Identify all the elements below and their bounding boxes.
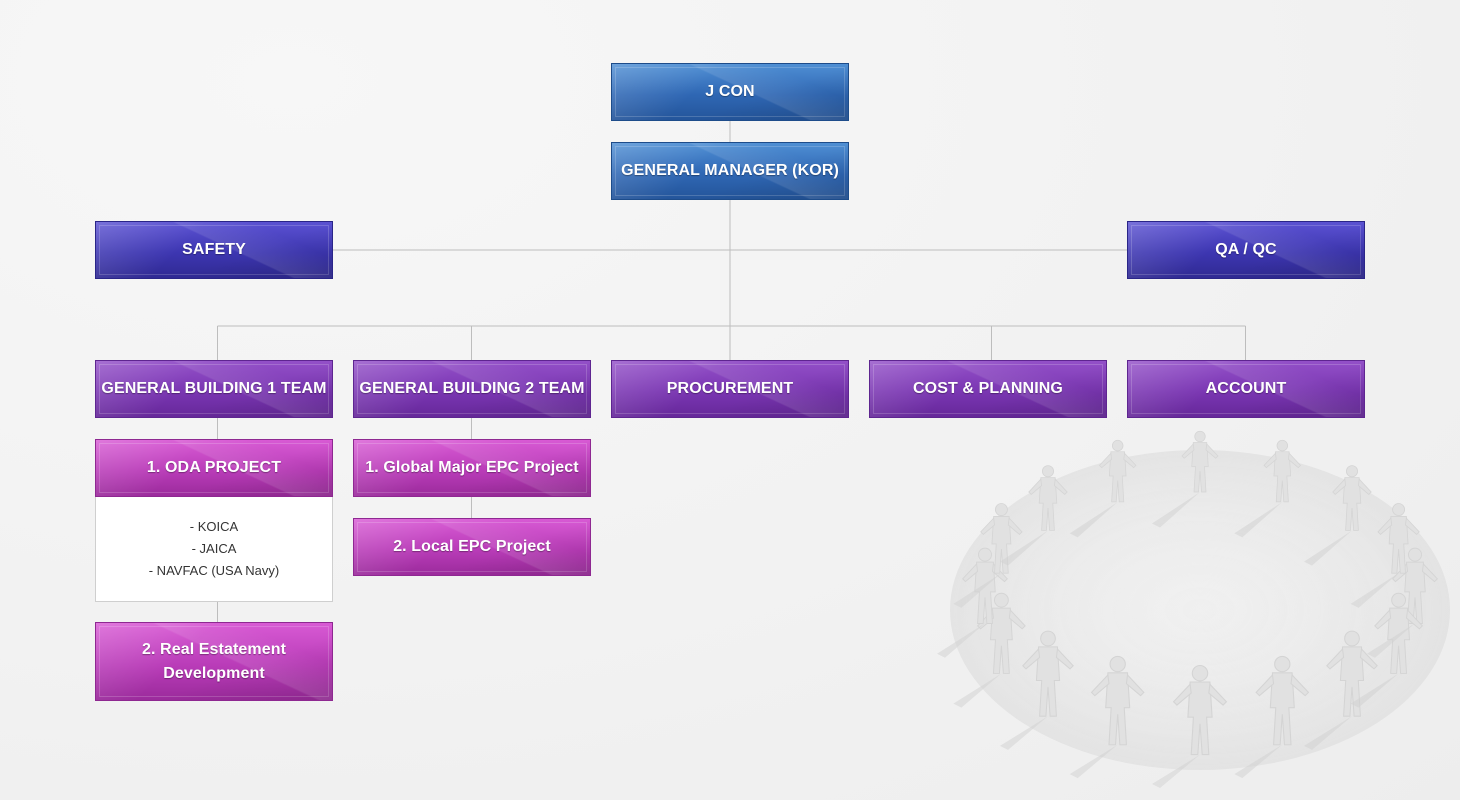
local-epc-label: 2. Local EPC Project	[393, 538, 551, 555]
department-box-general-building-2: GENERAL BUILDING 2 TEAM	[353, 360, 591, 418]
qa-qc-box: QA / QC	[1127, 221, 1365, 279]
safety-label: SAFETY	[182, 241, 246, 258]
department-label: GENERAL BUILDING 2 TEAM	[359, 380, 585, 397]
qa-qc-label: QA / QC	[1215, 241, 1277, 258]
real-estate-box: 2. Real Estatement Development	[95, 622, 333, 701]
real-estate-label-line2: Development	[163, 664, 265, 682]
department-box-procurement: PROCUREMENT	[611, 360, 849, 418]
department-label: ACCOUNT	[1205, 380, 1287, 397]
root-box: J CON	[611, 63, 849, 121]
global-epc-box: 1. Global Major EPC Project	[353, 439, 591, 497]
local-epc-box: 2. Local EPC Project	[353, 518, 591, 576]
general-manager-label: GENERAL MANAGER (KOR)	[621, 162, 839, 179]
department-box-account: ACCOUNT	[1127, 360, 1365, 418]
oda-project-box: 1. ODA PROJECT	[95, 439, 333, 497]
list-item: - KOICA	[189, 519, 239, 534]
paper-people-ring-icon	[937, 430, 1450, 788]
oda-project-list: - KOICA - JAICA - NAVFAC (USA Navy)	[95, 497, 333, 602]
real-estate-label-line1: 2. Real Estatement	[141, 640, 287, 658]
department-label: PROCUREMENT	[666, 380, 794, 397]
list-item: - NAVFAC (USA Navy)	[148, 563, 280, 578]
department-box-general-building-1: GENERAL BUILDING 1 TEAM	[95, 360, 333, 418]
oda-project-label: 1. ODA PROJECT	[146, 459, 282, 476]
department-label: COST & PLANNING	[913, 380, 1063, 397]
global-epc-label: 1. Global Major EPC Project	[365, 459, 579, 476]
list-item: - JAICA	[191, 541, 237, 556]
department-box-cost-planning: COST & PLANNING	[869, 360, 1107, 418]
general-manager-box: GENERAL MANAGER (KOR)	[611, 142, 849, 200]
root-label: J CON	[705, 83, 755, 100]
safety-box: SAFETY	[95, 221, 333, 279]
department-label: GENERAL BUILDING 1 TEAM	[101, 380, 327, 397]
